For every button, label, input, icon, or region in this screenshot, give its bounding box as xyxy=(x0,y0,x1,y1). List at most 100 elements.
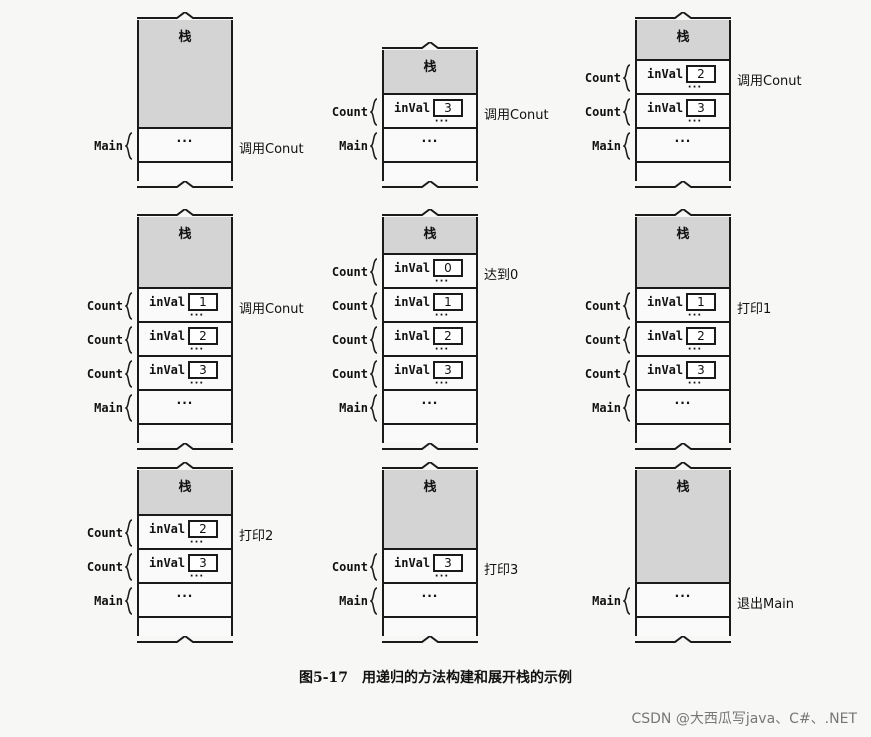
stack-note: 调用Conut xyxy=(484,108,549,123)
stack-break-icon xyxy=(635,462,731,469)
brace-icon xyxy=(623,360,631,388)
stack-bottom xyxy=(139,163,231,185)
frame-ellipsis: ··· xyxy=(674,589,692,603)
brace-icon xyxy=(370,258,378,286)
brace-icon xyxy=(125,553,133,581)
count-frame-label: Count xyxy=(331,299,368,313)
main-frame: ··· xyxy=(637,584,729,618)
count-frame-label: Count xyxy=(584,299,621,313)
main-frame: ··· xyxy=(384,584,476,618)
frame-ellipsis: ··· xyxy=(674,134,692,148)
brace-icon xyxy=(623,132,631,160)
brace-icon xyxy=(623,292,631,320)
stack-top: 栈 xyxy=(384,470,476,550)
main-frame-label: Main xyxy=(94,401,123,415)
main-frame: ··· xyxy=(637,391,729,425)
inval-value: 3 xyxy=(433,554,463,572)
inval-label: inVal xyxy=(647,67,684,81)
inval-label: inVal xyxy=(647,101,684,115)
stack-break-icon xyxy=(635,443,731,450)
count-frame-label: Count xyxy=(86,526,123,540)
brace-icon xyxy=(125,360,133,388)
stack-break-icon xyxy=(382,636,478,643)
stack-title: 栈 xyxy=(676,30,690,45)
brace-icon xyxy=(623,326,631,354)
brace-icon xyxy=(370,394,378,422)
stack-note: 调用Conut xyxy=(239,302,304,317)
inval-value: 2 xyxy=(188,520,218,538)
stack-bottom xyxy=(384,163,476,185)
inval-label: inVal xyxy=(149,329,186,343)
count-frame-label: Count xyxy=(331,105,368,119)
inval-value: 2 xyxy=(188,327,218,345)
frame-ellipsis: ··· xyxy=(687,344,703,355)
frame-ellipsis: ··· xyxy=(176,396,194,410)
stack-title: 栈 xyxy=(423,480,437,495)
inval-value: 0 xyxy=(433,259,463,277)
inval-value: 3 xyxy=(686,99,716,117)
brace-icon xyxy=(370,132,378,160)
stack-bottom xyxy=(384,425,476,447)
frame-ellipsis: ··· xyxy=(434,276,450,287)
stack-panel: 栈 ··· xyxy=(635,462,731,643)
inval-label: inVal xyxy=(149,295,186,309)
main-frame: ··· xyxy=(384,391,476,425)
count-frame-label: Count xyxy=(86,367,123,381)
inval-label: inVal xyxy=(394,363,431,377)
inval-value: 1 xyxy=(433,293,463,311)
inval-label: inVal xyxy=(394,295,431,309)
count-frame-label: Count xyxy=(584,71,621,85)
inval-value: 3 xyxy=(188,554,218,572)
frame-ellipsis: ··· xyxy=(189,310,205,321)
inval-value: 2 xyxy=(686,65,716,83)
watermark: CSDN @大西瓜写java、C#、.NET xyxy=(631,711,857,727)
main-frame: ··· xyxy=(139,584,231,618)
main-frame-label: Main xyxy=(94,139,123,153)
count-frame-label: Count xyxy=(86,333,123,347)
main-frame-label: Main xyxy=(592,594,621,608)
main-frame: ··· xyxy=(139,129,231,163)
stack-title: 栈 xyxy=(178,480,192,495)
stack-note: 退出Main xyxy=(737,597,795,612)
stack-title: 栈 xyxy=(676,480,690,495)
brace-icon xyxy=(125,326,133,354)
brace-icon xyxy=(370,98,378,126)
brace-icon xyxy=(623,587,631,615)
brace-icon xyxy=(125,394,133,422)
brace-icon xyxy=(370,553,378,581)
stack-bottom xyxy=(637,163,729,185)
brace-icon xyxy=(125,132,133,160)
brace-icon xyxy=(623,64,631,92)
count-frame-label: Count xyxy=(86,299,123,313)
stack-top: 栈 xyxy=(637,20,729,61)
main-frame: ··· xyxy=(637,129,729,163)
inval-value: 3 xyxy=(433,361,463,379)
count-frame-label: Count xyxy=(584,333,621,347)
count-frame-label: Count xyxy=(331,560,368,574)
stack-note: 调用Conut xyxy=(239,142,304,157)
stack-title: 栈 xyxy=(423,227,437,242)
stack-break-icon xyxy=(382,42,478,49)
stack-break-icon xyxy=(635,209,731,216)
frame-ellipsis: ··· xyxy=(421,134,439,148)
frame-ellipsis: ··· xyxy=(434,571,450,582)
stack-note: 打印3 xyxy=(484,563,519,578)
inval-label: inVal xyxy=(394,261,431,275)
brace-icon xyxy=(125,587,133,615)
brace-icon xyxy=(623,394,631,422)
inval-value: 3 xyxy=(686,361,716,379)
stack-break-icon xyxy=(137,462,233,469)
stack-title: 栈 xyxy=(676,227,690,242)
